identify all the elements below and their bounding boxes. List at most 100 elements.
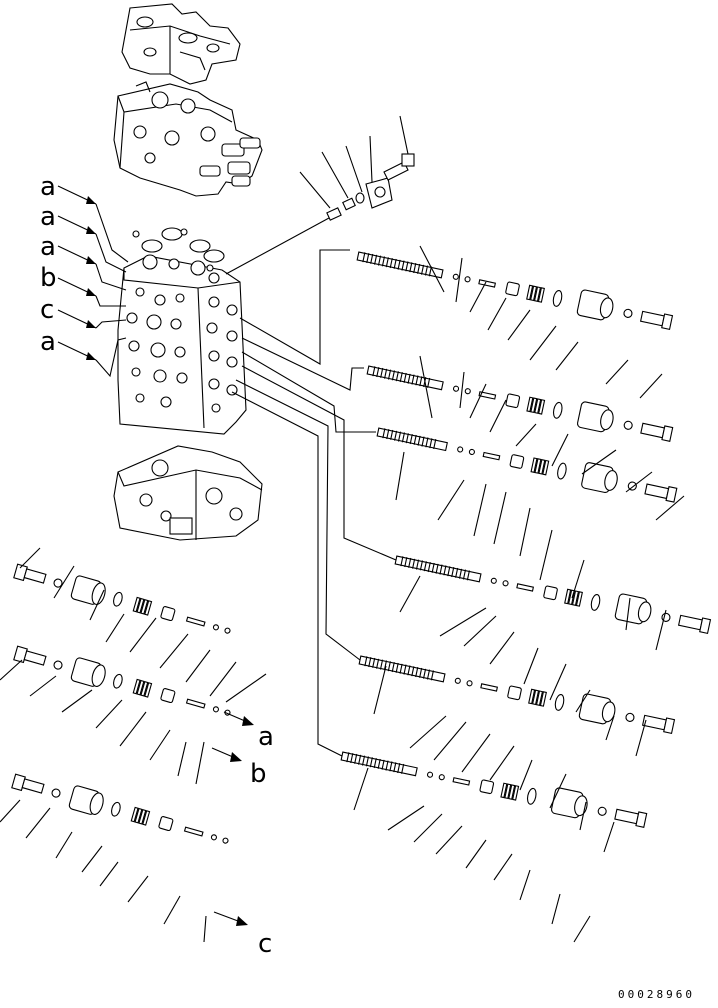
callout-label-c: c xyxy=(40,295,54,325)
leader-line-27 xyxy=(399,575,421,613)
spool-land xyxy=(411,374,415,385)
spool-land xyxy=(389,761,393,772)
leader-line-1 xyxy=(455,257,463,303)
left-row-2 xyxy=(13,645,231,716)
spool-land xyxy=(374,254,378,265)
spool-land xyxy=(421,436,425,447)
cap-face xyxy=(604,470,618,491)
spool-land xyxy=(376,367,380,378)
leader-line-22 xyxy=(519,507,531,557)
leader-line-5 xyxy=(529,325,557,361)
spool-land xyxy=(415,375,419,386)
top-cover-part xyxy=(121,3,241,85)
spring-coil xyxy=(140,680,149,697)
stopper-pin xyxy=(482,451,501,461)
o-ring xyxy=(468,448,475,456)
cap-face xyxy=(601,701,616,723)
left-leader-line-21 xyxy=(99,861,119,887)
spool-leader-lines xyxy=(231,249,397,757)
spool-land xyxy=(433,439,437,450)
spool-land xyxy=(387,369,392,380)
spool-land xyxy=(424,265,429,276)
stopper-pin xyxy=(480,683,499,692)
spool-land xyxy=(391,662,395,673)
washer xyxy=(597,806,607,816)
o-ring xyxy=(438,774,445,781)
spring-coil xyxy=(539,691,547,707)
leader-line-12 xyxy=(489,399,507,433)
spool-land xyxy=(403,372,407,383)
spool-land xyxy=(372,657,376,668)
leader-line-2 xyxy=(469,281,487,313)
o-ring xyxy=(466,680,473,687)
spool-land xyxy=(399,663,403,674)
drawing-code: 00028960 xyxy=(618,988,695,1001)
leader-line-17 xyxy=(655,495,685,521)
spool-land xyxy=(408,557,412,568)
left-leader-line-10 xyxy=(29,675,57,697)
spool-land xyxy=(412,558,416,569)
spring-seat xyxy=(160,606,176,622)
spool-land xyxy=(439,564,443,575)
spring-coil xyxy=(533,286,542,302)
spring-seat xyxy=(479,779,495,795)
spool-land xyxy=(382,428,386,439)
left-leader-line-0 xyxy=(19,547,41,569)
spool-land xyxy=(400,556,404,567)
spool-land xyxy=(435,563,439,574)
seal-ring xyxy=(113,591,123,607)
top-port-seals xyxy=(132,227,225,272)
spool-land xyxy=(422,668,427,679)
left-row-1 xyxy=(13,563,231,634)
spool-land xyxy=(393,762,397,773)
spool-land xyxy=(417,435,421,446)
spool-land xyxy=(415,559,420,570)
spool-land xyxy=(381,256,386,267)
leader-line-42 xyxy=(549,773,567,809)
spool-land xyxy=(384,368,388,379)
leader-line-9 xyxy=(419,355,433,419)
o-ring xyxy=(502,580,509,587)
washer xyxy=(623,420,633,430)
spring-coil xyxy=(532,689,540,706)
spool-land xyxy=(413,434,417,445)
spool-land xyxy=(419,667,423,678)
spool-land xyxy=(379,659,384,670)
o-ring xyxy=(464,276,471,283)
left-leader-line-14 xyxy=(149,729,171,761)
bolt-head xyxy=(661,425,674,442)
spool-row-6 xyxy=(340,751,648,828)
cap-face xyxy=(599,297,614,319)
leader-line-26 xyxy=(655,609,667,651)
output-arrows: a b c xyxy=(211,711,274,959)
leader-line-4 xyxy=(507,309,531,341)
spool-land xyxy=(417,263,421,274)
left-leader-line-3 xyxy=(105,613,125,643)
spool-land xyxy=(386,429,390,440)
spring-coil xyxy=(136,679,145,696)
seal-ring xyxy=(590,593,601,611)
spool-land xyxy=(431,562,435,573)
washer xyxy=(661,612,671,622)
spring-coil xyxy=(530,457,538,473)
spool-land xyxy=(420,264,425,275)
cap-bolt xyxy=(677,614,703,631)
spool-land xyxy=(381,759,385,770)
stopper-pin xyxy=(478,279,497,288)
spool-land xyxy=(425,437,429,448)
spring-coil xyxy=(538,399,546,415)
leader-line-46 xyxy=(387,805,425,831)
leader-line-19 xyxy=(437,479,465,521)
leader-line-15 xyxy=(581,449,617,475)
block-port-holes xyxy=(126,254,238,413)
callout-label-a3: a xyxy=(40,232,56,262)
spool-land xyxy=(458,568,463,579)
left-leader-line-2 xyxy=(89,589,105,621)
spool-land xyxy=(397,763,401,774)
arrow-label-a: a xyxy=(258,722,274,752)
cap-bolt xyxy=(614,808,640,825)
spool-land xyxy=(391,370,396,381)
leader-line-45 xyxy=(353,767,369,811)
